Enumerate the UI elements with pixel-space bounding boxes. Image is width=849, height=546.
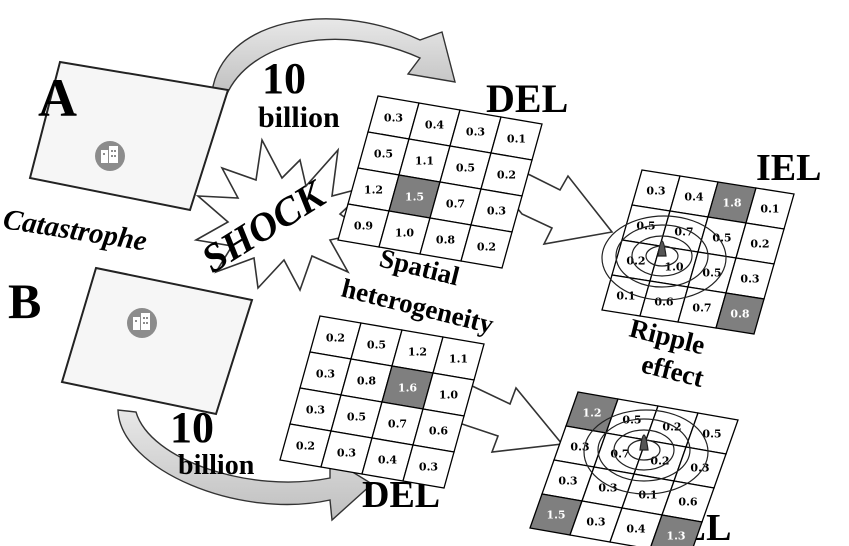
grid-cell-value: 1.3 xyxy=(666,530,685,543)
region-b-letter: B xyxy=(8,273,41,329)
grid-cell-value: 0.6 xyxy=(654,296,673,309)
grid-cell-value: 0.3 xyxy=(316,368,335,381)
grid-cell-value: 0.3 xyxy=(487,205,506,218)
block-arrow-icon xyxy=(456,384,562,452)
grid-cell-value: 1.8 xyxy=(722,197,741,210)
del-a-label: DEL xyxy=(486,76,568,121)
grid-cell-value: 0.5 xyxy=(347,411,366,424)
grid-cell-value: 0.6 xyxy=(429,425,448,438)
grid-cell-value: 0.2 xyxy=(750,238,769,251)
grid-cell-value: 0.3 xyxy=(466,126,485,139)
grid-cell-value: 0.8 xyxy=(357,375,376,388)
region-a-letter: A xyxy=(38,68,77,128)
grid-cell-value: 0.3 xyxy=(740,273,759,286)
grid-cell-value: 0.5 xyxy=(456,162,475,175)
grid-cell-value: 0.4 xyxy=(425,119,444,132)
region-b-card xyxy=(62,268,252,414)
grid-cell-value: 1.5 xyxy=(546,509,565,522)
grid-cell-value: 1.1 xyxy=(415,155,434,168)
grid-cell-value: 0.4 xyxy=(378,454,397,467)
grid-cell-value: 0.1 xyxy=(638,489,657,502)
grid-cell-value: 0.4 xyxy=(684,191,703,204)
region-b-amount: 10 xyxy=(170,403,214,452)
grid-cell-value: 1.0 xyxy=(395,227,414,240)
grid-cell-value: 0.7 xyxy=(692,302,711,315)
grid-cell-value: 0.5 xyxy=(374,148,393,161)
grid-cell-value: 1.6 xyxy=(398,382,417,395)
region-a-amount: 10 xyxy=(262,54,306,103)
grid-cell-value: 0.3 xyxy=(558,475,577,488)
region-a-unit: billion xyxy=(258,101,340,134)
grid-cell-value: 0.2 xyxy=(650,455,669,468)
grid-cell-value: 0.3 xyxy=(646,185,665,198)
del-grid-a: 0.3 0.4 0.3 0.1 0.5 1.1 0.5 0.2 1.2 1.5 0.7 0.3 0.9 1… xyxy=(338,96,542,268)
grid-cell-value: 0.2 xyxy=(497,169,516,182)
grid-cell-value: 0.2 xyxy=(326,332,345,345)
grid-cell-value: 0.5 xyxy=(367,339,386,352)
region-b-unit: billion xyxy=(178,450,255,481)
grid-cell-value: 1.2 xyxy=(582,407,601,420)
grid-cell-value: 1.2 xyxy=(408,346,427,359)
grid-cell-value: 0.3 xyxy=(570,441,589,454)
grid-cell-value: 0.7 xyxy=(388,418,407,431)
grid-cell-value: 1.1 xyxy=(449,353,468,366)
grid-cell-value: 0.7 xyxy=(610,448,629,461)
grid-cell-value: 0.1 xyxy=(507,133,526,146)
grid-cell-value: 0.3 xyxy=(384,112,403,125)
grid-cell-value: 0.1 xyxy=(760,203,779,216)
iel-a-label: IEL xyxy=(756,147,821,189)
grid-cell-value: 0.2 xyxy=(296,440,315,453)
grid-cell-value: 0.3 xyxy=(586,516,605,529)
grid-cell-value: 0.3 xyxy=(337,447,356,460)
grid-cell-value: 0.3 xyxy=(419,461,438,474)
grid-cell-value: 0.9 xyxy=(354,220,373,233)
del-grid-b: 0.2 0.5 1.2 1.1 0.3 0.8 1.6 1.0 0.3 0.5 0.7 0.6 0.2 0… xyxy=(280,316,484,488)
block-arrow-icon xyxy=(514,174,612,244)
grid-cell-value: 0.3 xyxy=(306,404,325,417)
grid-cell-value: 1.2 xyxy=(364,184,383,197)
grid-cell-value: 0.8 xyxy=(730,308,749,321)
grid-cell-value: 0.2 xyxy=(477,241,496,254)
grid-cell-value: 1.5 xyxy=(405,191,424,204)
grid-cell-value: 1.0 xyxy=(439,389,458,402)
grid-cell-value: 0.4 xyxy=(626,523,645,536)
curved-arrow-icon xyxy=(212,19,455,96)
catastrophe-label: Catastrophe xyxy=(1,203,149,257)
grid-cell-value: 0.8 xyxy=(436,234,455,247)
grid-cell-value: 0.6 xyxy=(678,496,697,509)
grid-cell-value: 0.7 xyxy=(446,198,465,211)
